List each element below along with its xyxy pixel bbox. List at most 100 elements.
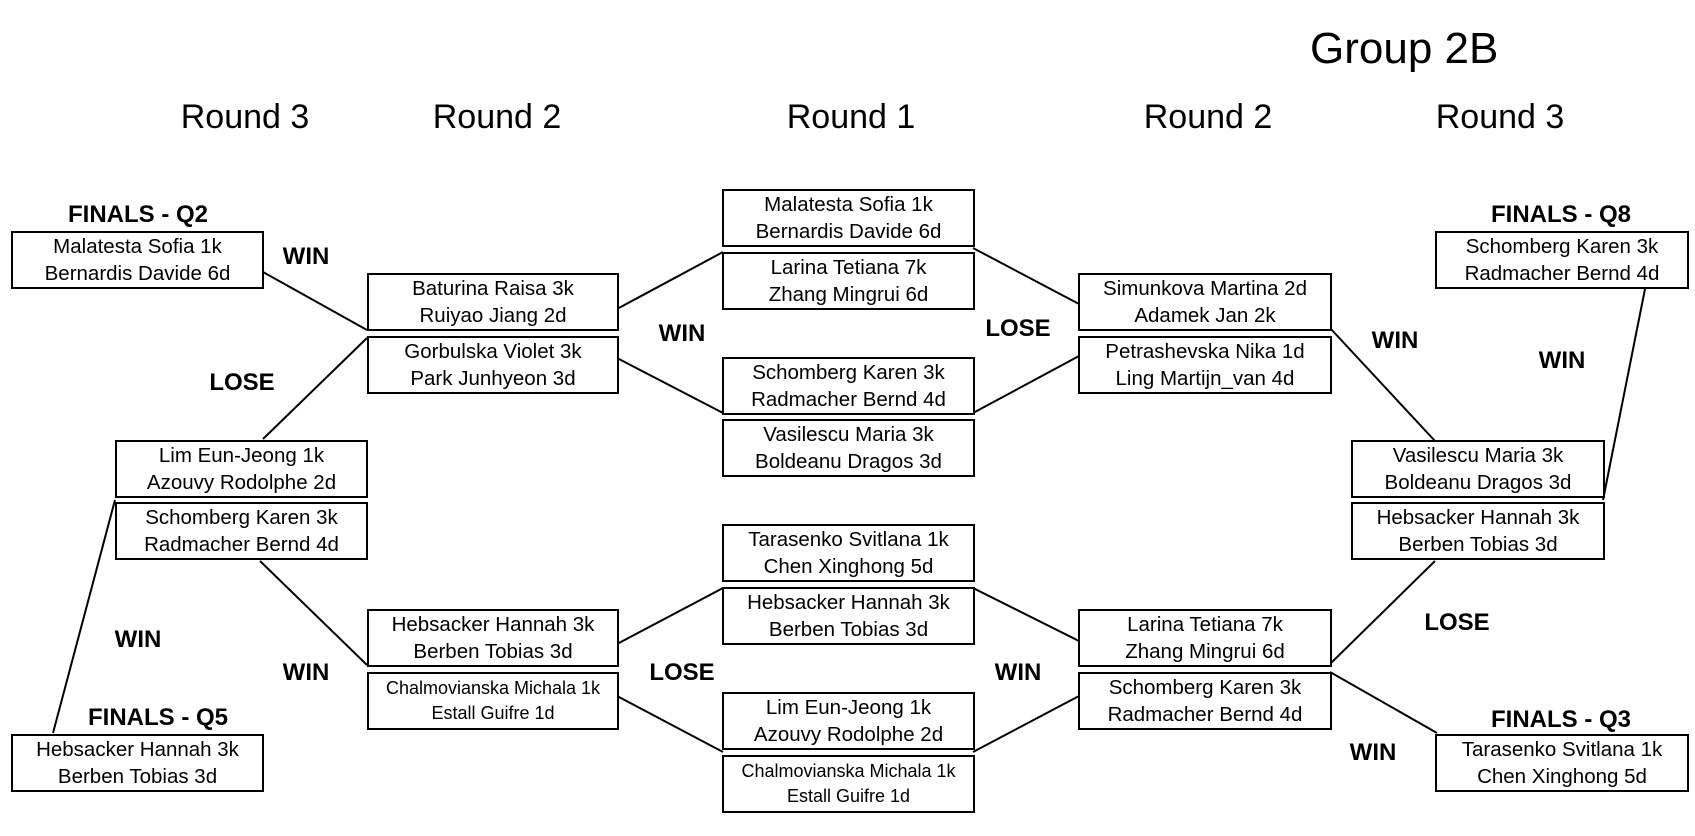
connector-line xyxy=(972,355,1080,414)
connector-line xyxy=(1329,671,1438,734)
match-box: Chalmovianska Michala 1k Estall Guifre 1… xyxy=(367,672,619,730)
outcome-label: LOSE xyxy=(209,369,275,396)
player-one: Chalmovianska Michala 1k xyxy=(741,761,956,781)
round-header: Round 2 xyxy=(1143,98,1273,136)
connector-line xyxy=(1329,327,1436,442)
player-two: Radmacher Bernd 4d xyxy=(1107,703,1303,726)
outcome-label: WIN xyxy=(282,659,330,686)
player-two: Azouvy Rodolphe 2d xyxy=(753,723,944,746)
player-two: Estall Guifre 1d xyxy=(431,703,555,723)
player-one: Vasilescu Maria 3k xyxy=(1392,444,1564,467)
match-box: Vasilescu Maria 3k Boldeanu Dragos 3d xyxy=(1351,440,1605,498)
outcome-label: WIN xyxy=(1349,739,1397,766)
connector-line xyxy=(259,560,368,666)
player-one: Larina Tetiana 7k xyxy=(1127,613,1283,636)
round-header: Round 3 xyxy=(1435,98,1565,136)
player-two: Radmacher Bernd 4d xyxy=(1464,262,1660,285)
finals-label: FINALS - Q8 xyxy=(1490,201,1632,228)
player-one: Hebsacker Hannah 3k xyxy=(391,613,595,636)
match-box: Gorbulska Violet 3k Park Junhyeon 3d xyxy=(367,336,619,394)
player-one: Hebsacker Hannah 3k xyxy=(1376,506,1580,529)
player-two: Ruiyao Jiang 2d xyxy=(419,304,567,327)
match-box: Larina Tetiana 7k Zhang Mingrui 6d xyxy=(1078,609,1332,667)
match-box: Hebsacker Hannah 3k Berben Tobias 3d xyxy=(1351,502,1605,560)
player-two: Berben Tobias 3d xyxy=(413,640,573,663)
outcome-label: WIN xyxy=(658,320,706,347)
player-one: Schomberg Karen 3k xyxy=(1465,235,1659,258)
player-one: Tarasenko Svitlana 1k xyxy=(748,528,949,551)
connector-line xyxy=(52,499,116,734)
player-one: Simunkova Martina 2d xyxy=(1103,277,1307,300)
player-two: Berben Tobias 3d xyxy=(768,618,929,641)
connector-line xyxy=(1602,288,1646,501)
player-one: Lim Eun-Jeong 1k xyxy=(765,696,932,719)
player-one: Schomberg Karen 3k xyxy=(1108,676,1302,699)
player-one: Schomberg Karen 3k xyxy=(145,506,338,529)
connector-line xyxy=(616,357,724,414)
match-box: Malatesta Sofia 1k Bernardis Davide 6d xyxy=(722,189,975,247)
player-one: Malatesta Sofia 1k xyxy=(53,235,222,258)
match-box: Schomberg Karen 3k Radmacher Bernd 4d xyxy=(1435,231,1689,289)
player-two: Radmacher Bernd 4d xyxy=(751,388,946,411)
match-box: Malatesta Sofia 1k Bernardis Davide 6d xyxy=(11,231,264,289)
player-two: Adamek Jan 2k xyxy=(1134,304,1276,327)
player-two: Bernardis Davide 6d xyxy=(755,220,942,243)
connector-line xyxy=(616,695,724,753)
connector-line xyxy=(616,587,724,645)
outcome-label: LOSE xyxy=(649,659,715,686)
player-one: Hebsacker Hannah 3k xyxy=(747,591,950,614)
connector-line xyxy=(262,271,368,331)
player-one: Petrashevska Nika 1d xyxy=(1105,340,1305,363)
match-box: Hebsacker Hannah 3k Berben Tobias 3d xyxy=(367,609,619,667)
player-one: Gorbulska Violet 3k xyxy=(404,340,582,363)
player-one: Hebsacker Hannah 3k xyxy=(36,738,239,761)
match-box: Schomberg Karen 3k Radmacher Bernd 4d xyxy=(1078,672,1332,730)
round-header: Round 1 xyxy=(786,98,916,136)
match-box: Vasilescu Maria 3k Boldeanu Dragos 3d xyxy=(722,419,975,477)
match-box: Petrashevska Nika 1d Ling Martijn_van 4d xyxy=(1078,336,1332,394)
finals-label: FINALS - Q2 xyxy=(67,201,209,228)
connector-line xyxy=(972,695,1080,753)
match-box: Simunkova Martina 2d Adamek Jan 2k xyxy=(1078,273,1332,331)
player-two: Zhang Mingrui 6d xyxy=(768,283,929,306)
player-one: Larina Tetiana 7k xyxy=(770,256,927,279)
outcome-label: WIN xyxy=(994,659,1042,686)
outcome-label: LOSE xyxy=(1424,609,1490,636)
player-two: Chen Xinghong 5d xyxy=(763,555,934,578)
match-box: Baturina Raisa 3k Ruiyao Jiang 2d xyxy=(367,273,619,331)
round-header: Round 3 xyxy=(180,98,310,136)
player-one: Malatesta Sofia 1k xyxy=(764,193,933,216)
player-one: Vasilescu Maria 3k xyxy=(763,423,934,446)
player-two: Park Junhyeon 3d xyxy=(410,367,576,390)
player-one: Schomberg Karen 3k xyxy=(752,361,945,384)
outcome-label: WIN xyxy=(282,243,330,270)
outcome-label: WIN xyxy=(1371,327,1419,354)
connector-line xyxy=(972,247,1080,305)
match-box: Lim Eun-Jeong 1k Azouvy Rodolphe 2d xyxy=(115,440,368,498)
match-box: Schomberg Karen 3k Radmacher Bernd 4d xyxy=(115,502,368,560)
connector-line xyxy=(616,251,724,310)
player-two: Azouvy Rodolphe 2d xyxy=(146,471,337,494)
match-box: Hebsacker Hannah 3k Berben Tobias 3d xyxy=(722,587,975,645)
outcome-label: LOSE xyxy=(985,315,1051,342)
match-box: Larina Tetiana 7k Zhang Mingrui 6d xyxy=(722,252,975,310)
finals-label: FINALS - Q3 xyxy=(1490,706,1632,733)
player-two: Chen Xinghong 5d xyxy=(1477,765,1647,788)
player-two: Bernardis Davide 6d xyxy=(44,262,231,285)
match-box: Lim Eun-Jeong 1k Azouvy Rodolphe 2d xyxy=(722,692,975,750)
match-box: Chalmovianska Michala 1k Estall Guifre 1… xyxy=(722,755,975,813)
player-one: Tarasenko Svitlana 1k xyxy=(1461,738,1663,761)
player-two: Estall Guifre 1d xyxy=(786,786,911,806)
connector-line xyxy=(1329,560,1436,665)
round-header: Round 2 xyxy=(432,98,562,136)
player-two: Boldeanu Dragos 3d xyxy=(1384,471,1572,494)
player-two: Radmacher Bernd 4d xyxy=(144,533,339,556)
finals-label: FINALS - Q5 xyxy=(87,704,229,731)
connector-line xyxy=(262,337,368,440)
player-two: Zhang Mingrui 6d xyxy=(1125,640,1285,663)
player-two: Berben Tobias 3d xyxy=(1398,533,1558,556)
player-two: Berben Tobias 3d xyxy=(57,765,218,788)
player-one: Baturina Raisa 3k xyxy=(412,277,574,300)
